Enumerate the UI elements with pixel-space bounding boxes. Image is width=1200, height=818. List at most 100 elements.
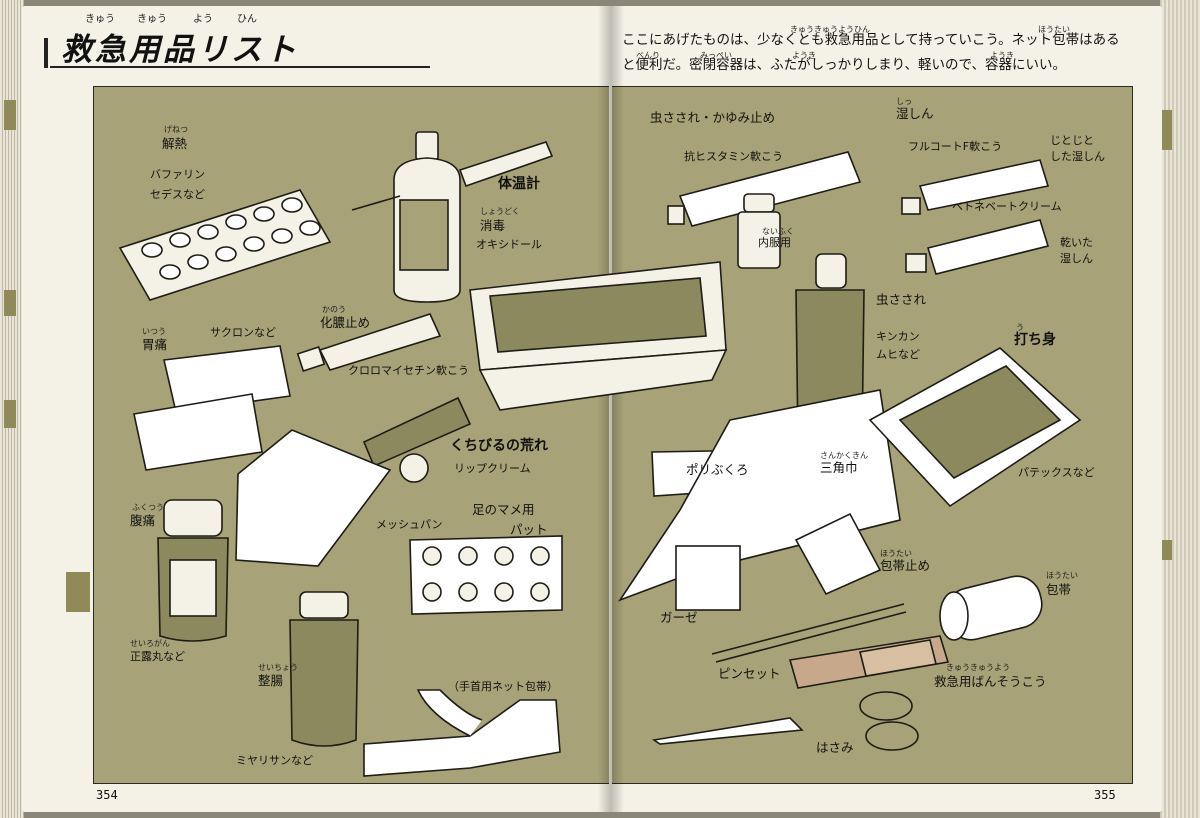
gauze-illustration (675, 545, 741, 611)
index-tab (4, 290, 16, 316)
oxydol-bottle-illustration (393, 131, 461, 303)
ruby: せいろがん (130, 639, 170, 648)
betnovate-tube-illustration (905, 219, 1050, 275)
antihistamine-tube-illustration (667, 151, 862, 227)
ruby: ないふく (762, 227, 794, 236)
label-pinset: ピンセット (718, 666, 781, 681)
label-uchimi: 打ち身 (1014, 332, 1056, 348)
intro-ruby: きゅうきゅうようひん (790, 25, 870, 34)
intro-ruby: べんり (636, 51, 660, 60)
label-mushi-kayumi: 虫さされ・かゆみ止め (650, 110, 776, 125)
thermometer-illustration (351, 141, 554, 211)
bandage-roll-illustration (939, 575, 1043, 641)
blister-pad-illustration (409, 535, 563, 615)
intro-ruby: ようき (792, 51, 816, 60)
label-muhi: ムヒなど (876, 348, 920, 361)
label-mame-2: パット (510, 522, 548, 537)
label-miyarisan: ミヤリサンなど (236, 754, 313, 767)
label-antihistamine: 抗ヒスタミン軟こう (684, 150, 783, 163)
airtight-container-illustration (469, 261, 728, 411)
tweezers-illustration (711, 603, 907, 663)
lip-cream-illustration (362, 396, 472, 483)
label-betnovate: ベトネベートクリーム (952, 200, 1062, 213)
ruby: きゅうきゅうよう (946, 663, 1010, 672)
label-fukutsuu: 腹痛 (130, 513, 156, 528)
adhesive-plaster-illustration (788, 635, 950, 689)
label-patex: パテックスなど (1018, 466, 1095, 479)
index-tab (1162, 110, 1172, 150)
page-number-left: 354 (96, 788, 118, 802)
stomach-medicine-packets-illustration (133, 345, 291, 471)
label-genetsu: 解熱 (162, 136, 188, 151)
scissors-illustration (651, 691, 919, 751)
label-oxydol: オキシドール (476, 238, 542, 251)
label-houtai: 包帯 (1046, 582, 1072, 597)
label-thermometer: 体温計 (498, 176, 540, 192)
label-jitojito-1: じとじと (1050, 134, 1094, 147)
label-mame-1: 足のマメ用 (472, 502, 535, 517)
label-net-bandage: （手首用ネット包帯） (448, 680, 558, 693)
label-lipcream: リップクリーム (454, 462, 531, 475)
ruby: げねつ (164, 125, 188, 134)
label-meshpan: メッシュパン (376, 518, 443, 531)
label-shoudoku: 消毒 (480, 218, 506, 233)
bandage-clips-illustration (794, 512, 882, 596)
page-number-right: 355 (1094, 788, 1116, 802)
ruby: ほうたい (1046, 571, 1078, 580)
label-kawaita-1: 乾いた (1060, 236, 1093, 249)
intro-line-2: と便利だ。密閉容器は、ふたがしっかりしまり、軽いので、容器にいい。 (622, 57, 1067, 73)
intro-ruby: ようき (990, 51, 1014, 60)
index-tab (66, 572, 90, 612)
label-jitojito-2: した湿しん (1050, 150, 1105, 163)
ruby: しょうどく (480, 207, 520, 216)
index-tab (4, 400, 16, 428)
index-tab (4, 100, 16, 130)
label-sankakukin: 三角巾 (820, 460, 858, 475)
label-itsuu: 胃痛 (142, 337, 168, 352)
ruby: ほうたい (880, 549, 912, 558)
book-gutter-shadow (598, 6, 624, 812)
label-polybukuro: ポリぶくろ (686, 462, 749, 477)
intro-line-1: ここにあげたものは、少なくとも救急用品として持っていこう。ネット包帯はある (622, 32, 1120, 48)
tablet-blister-illustration (118, 189, 332, 301)
title-decoration (44, 38, 60, 68)
label-houtaidome: 包帯止め (880, 558, 931, 573)
ointment-tube-illustration (296, 313, 442, 372)
ruby: さんかくきん (820, 451, 868, 460)
ruby: かのう (322, 305, 346, 314)
label-kuchibiru: くちびるの荒れ (450, 438, 548, 454)
label-sedes: セデスなど (150, 188, 205, 201)
miyarisan-bottle-illustration (289, 591, 359, 747)
label-kawaita-2: 湿しん (1060, 252, 1093, 265)
seirogan-bottle-illustration (157, 499, 229, 642)
label-seirogan: 正露丸など (130, 650, 185, 663)
ruby: いつう (142, 327, 166, 336)
label-kanou: 化膿止め (320, 315, 371, 330)
ruby: ふくつう (132, 503, 164, 512)
fulcort-tube-illustration (901, 159, 1050, 215)
label-bufferin: バファリン (150, 168, 205, 181)
mesh-gauze-illustration (235, 429, 392, 567)
ruby: せいちょう (258, 663, 298, 672)
oral-medicine-bottle-illustration (737, 193, 781, 269)
label-naifukuyou: 内服用 (758, 236, 791, 249)
label-kinkan: キンカン (876, 330, 920, 343)
title-underline (50, 66, 430, 68)
page-title: 救急用品リスト (61, 32, 299, 68)
intro-ruby: みっぺい (700, 51, 732, 60)
ruby: う (1016, 323, 1024, 332)
label-chloromycetin: クロロマイセチン軟こう (348, 364, 469, 377)
index-tab (1162, 540, 1172, 560)
intro-paragraph: ここにあげたものは、少なくとも救急用品として持っていこう。ネット包帯はある と便… (622, 28, 1122, 78)
intro-ruby: ほうたい (1038, 25, 1070, 34)
label-fulcort: フルコートF軟こう (908, 140, 1003, 153)
label-shisshin: 湿しん (896, 106, 934, 121)
ruby: しっ (896, 97, 912, 106)
label-sakuron: サクロンなど (210, 326, 276, 339)
patex-package-illustration (868, 347, 1082, 508)
label-hasami: はさみ (816, 740, 854, 755)
label-seichou: 整腸 (258, 673, 284, 688)
label-mushisasare: 虫さされ (876, 292, 927, 307)
